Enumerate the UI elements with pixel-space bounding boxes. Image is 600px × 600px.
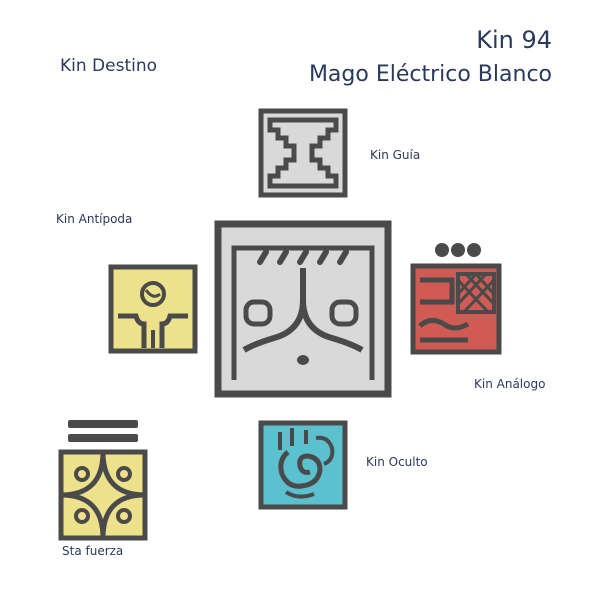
- kin-number: Kin 94: [476, 26, 552, 54]
- tone-dot: [451, 243, 465, 257]
- tone-dot: [467, 243, 481, 257]
- tone-dot: [435, 243, 449, 257]
- sta-fuerza-label: Sta fuerza: [62, 544, 124, 558]
- force-glyph-icon: [58, 418, 148, 542]
- kin-antipoda-label: Kin Antípoda: [56, 212, 133, 226]
- guide-glyph-icon: [258, 108, 348, 198]
- kin-guia-label: Kin Guía: [370, 148, 421, 162]
- antipode-glyph-icon: [108, 264, 198, 354]
- kin-oculto-label: Kin Oculto: [366, 455, 428, 469]
- analog-glyph-icon: [410, 240, 502, 356]
- kin-destino-label: Kin Destino: [60, 56, 158, 76]
- force-bar: [68, 434, 138, 442]
- force-bar: [68, 420, 138, 428]
- destiny-glyph-icon: [214, 220, 392, 398]
- occult-glyph-icon: [258, 420, 348, 510]
- kin-analogo-label: Kin Análogo: [474, 377, 546, 391]
- kin-name: Mago Eléctrico Blanco: [308, 62, 552, 87]
